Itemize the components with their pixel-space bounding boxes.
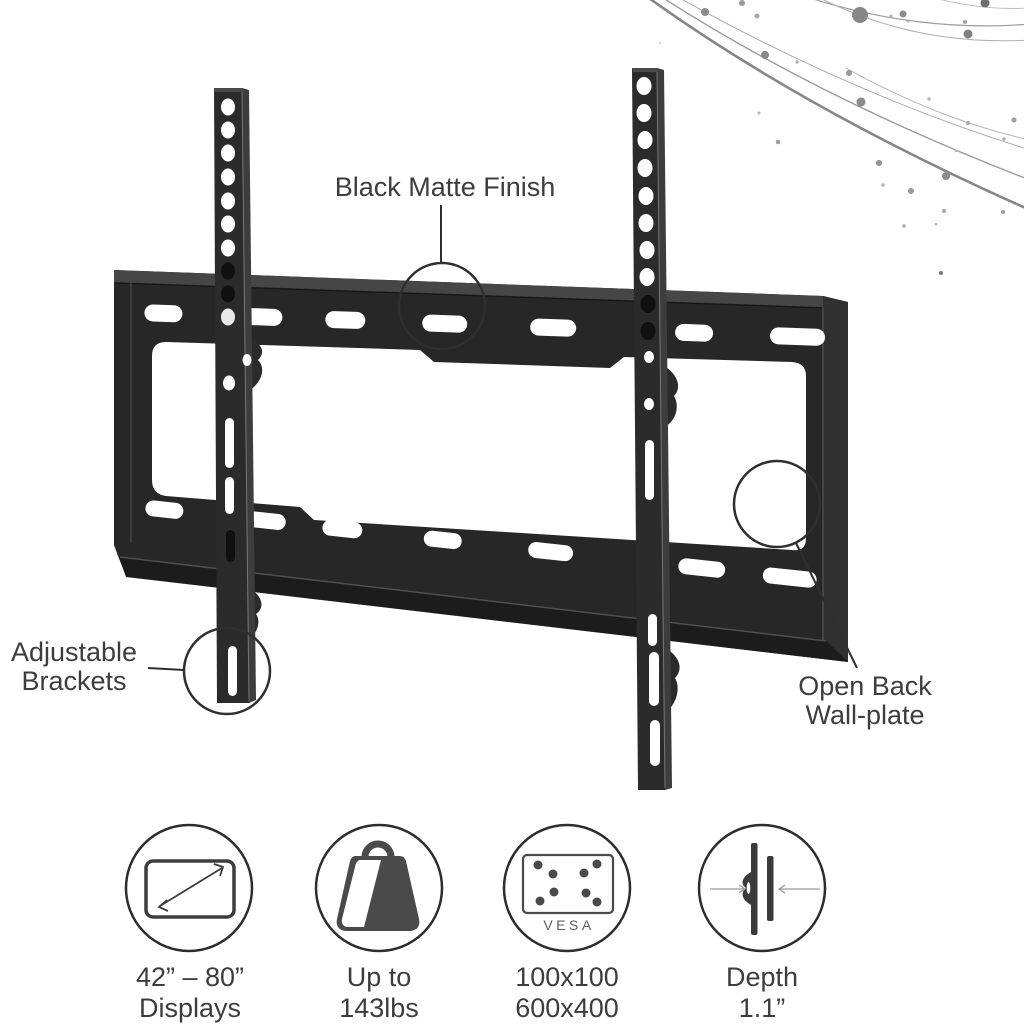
feature-weight-capacity: Up to 143lbs bbox=[314, 823, 444, 1023]
decorative-dots bbox=[659, 0, 1017, 275]
feature-depth-line2: 1.1” bbox=[739, 993, 786, 1023]
callout-black-matte-finish: Black Matte Finish bbox=[335, 172, 556, 351]
decorative-swirl-lines bbox=[649, 0, 1024, 209]
feature-display-size: 42” – 80” Displays bbox=[124, 823, 254, 1023]
wall-plate-right-side bbox=[823, 296, 848, 662]
callout-right-label-line2: Wall-plate bbox=[805, 700, 924, 730]
right-tv-bracket bbox=[632, 68, 680, 790]
feature-weight-line2: 143lbs bbox=[339, 993, 419, 1023]
callout-open-back-wall-plate: Open Back Wall-plate bbox=[732, 459, 932, 730]
callout-right-label-line1: Open Back bbox=[798, 671, 932, 701]
callout-left-line bbox=[147, 667, 185, 671]
feature-display-size-line1: 42” – 80” bbox=[136, 962, 244, 992]
left-tv-bracket bbox=[214, 88, 263, 703]
callout-adjustable-brackets: Adjustable Brackets bbox=[11, 626, 272, 716]
vesa-pattern-icon: VESA bbox=[521, 853, 615, 933]
callout-left-label-line1: Adjustable bbox=[11, 637, 137, 667]
feature-mount-depth: Depth 1.1” bbox=[697, 823, 827, 1023]
feature-depth-line1: Depth bbox=[726, 962, 798, 992]
callout-top-circle bbox=[397, 261, 487, 351]
callout-right-circle bbox=[732, 459, 822, 549]
feature-display-size-line2: Displays bbox=[139, 993, 241, 1023]
mount-depth-icon bbox=[710, 843, 820, 935]
display-size-icon bbox=[144, 859, 236, 919]
weight-capacity-icon bbox=[336, 840, 420, 931]
left-bracket-holes bbox=[221, 98, 252, 696]
callout-right-line bbox=[795, 542, 858, 669]
callout-left-circle bbox=[182, 626, 272, 716]
feature-vesa-pattern: VESA 100x100 600x400 bbox=[502, 823, 632, 1023]
feature-weight-line1: Up to bbox=[347, 962, 412, 992]
feature-vesa-line2: 600x400 bbox=[515, 993, 619, 1023]
feature-vesa-line1: 100x100 bbox=[515, 962, 619, 992]
callout-top-label: Black Matte Finish bbox=[335, 172, 556, 202]
vesa-badge-label: VESA bbox=[543, 917, 594, 933]
callout-left-label-line2: Brackets bbox=[21, 666, 126, 696]
right-bracket-holes bbox=[636, 77, 660, 766]
